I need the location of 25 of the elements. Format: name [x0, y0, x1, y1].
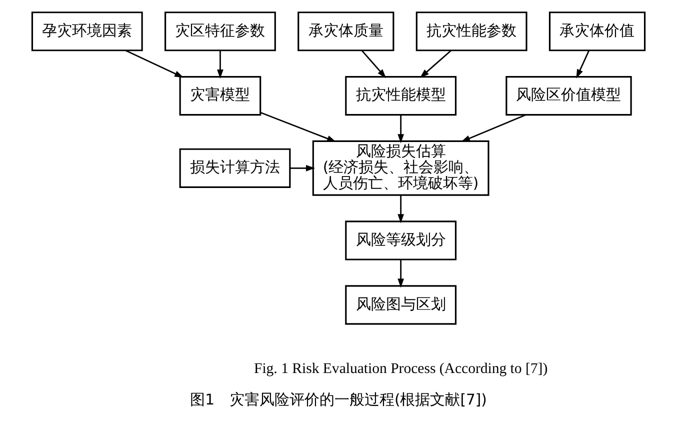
arrow [397, 260, 404, 288]
node-box: 风险损失估算 (经济损失、社会影响、人员伤亡、环境破坏等) [312, 140, 489, 196]
arrow [460, 114, 526, 142]
node-box: 抗灾性能参数 [415, 12, 527, 52]
label: Fig. 1 Risk Evaluation Process (According to [7]) [253, 361, 548, 378]
node-box: 风险等级划分 [344, 220, 456, 260]
arrow [124, 50, 184, 78]
node-box: 灾区特征参数 [164, 12, 276, 52]
arrow [360, 50, 386, 78]
node-box: 损失计算方法 [178, 148, 290, 188]
node-box: 风险区价值模型 [505, 76, 632, 116]
node-box: 孕灾环境因素 [30, 12, 142, 52]
arrow [419, 50, 452, 78]
node-box: 承灾体价值 [548, 12, 646, 52]
caption: 图1 灾害风险评价的一般过程(根据文献[7]) [190, 391, 486, 408]
node-box: 抗灾性能模型 [344, 76, 456, 116]
node-box: 承灾体质量 [297, 12, 394, 52]
arrow [397, 195, 404, 224]
node-box: 灾害模型 [178, 76, 261, 116]
arrow [290, 164, 315, 172]
node-box: 风险图与区划 [344, 285, 456, 325]
arrow [397, 114, 404, 144]
arrow [216, 50, 223, 79]
arrow [576, 50, 590, 78]
arrow [260, 112, 336, 142]
